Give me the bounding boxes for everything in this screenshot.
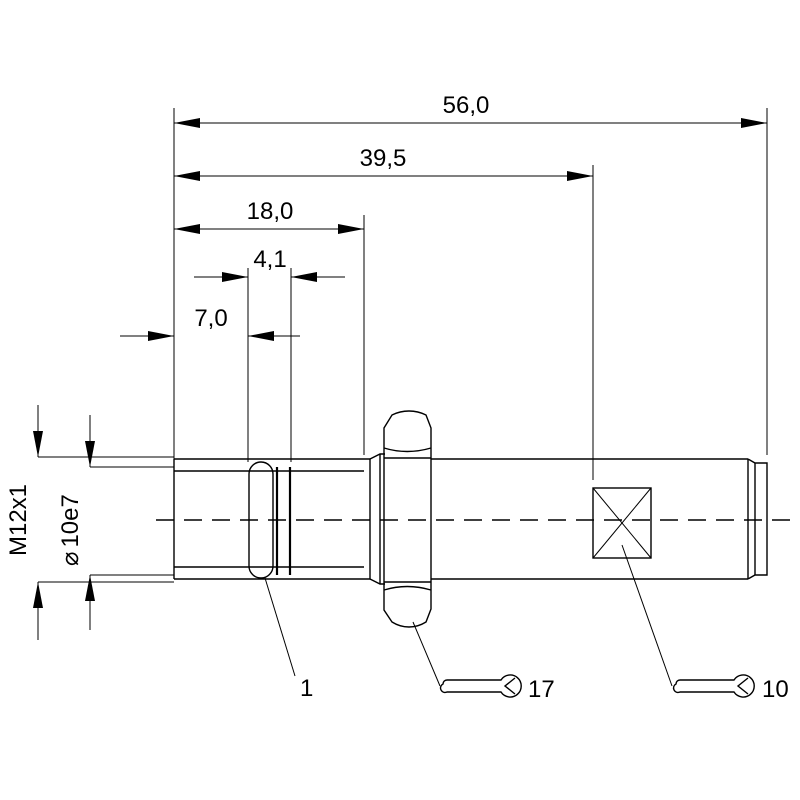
dimension-label-position: 7,0 [194,305,227,332]
dimension-label-thread-spec: M12x1 [5,484,32,556]
dimension-total-length: 56,0 [174,92,767,128]
dimension-label-total: 56,0 [443,92,490,119]
diameter-value: 10e7 [57,494,84,547]
dimension-label-flat: 39,5 [360,145,407,172]
sensor-rear-body [431,458,768,580]
dimension-thread-length: 18,0 [174,198,364,234]
dimension-label-thread: 18,0 [247,198,294,225]
dimension-flat-position: 39,5 [174,145,593,181]
hex-nut [383,410,432,628]
dimension-label-diameter: ⌀ 10e7 [57,494,84,566]
sensor-shoulder [364,453,385,585]
callout-flat-wrench: 10 [621,544,789,703]
callout-o-ring: 1 [264,577,313,702]
diameter-symbol: ⌀ [57,552,84,566]
dimension-core-diameter: ⌀ 10e7 [57,415,174,630]
dimension-groove-width: 4,1 [194,246,345,282]
callout-label-10: 10 [762,676,789,703]
wrench-flat-marker [592,487,652,559]
dimension-groove-position: 7,0 [120,305,300,341]
wrench-icon [439,674,522,698]
callout-label-17: 17 [528,676,555,703]
dimension-label-groove: 4,1 [253,246,286,273]
dimension-thread-diameter: M12x1 [5,405,174,640]
callout-nut-wrench: 17 [412,621,555,703]
wrench-icon [672,674,755,698]
sensor-threaded-front [173,458,364,580]
callout-label-1: 1 [300,675,313,702]
